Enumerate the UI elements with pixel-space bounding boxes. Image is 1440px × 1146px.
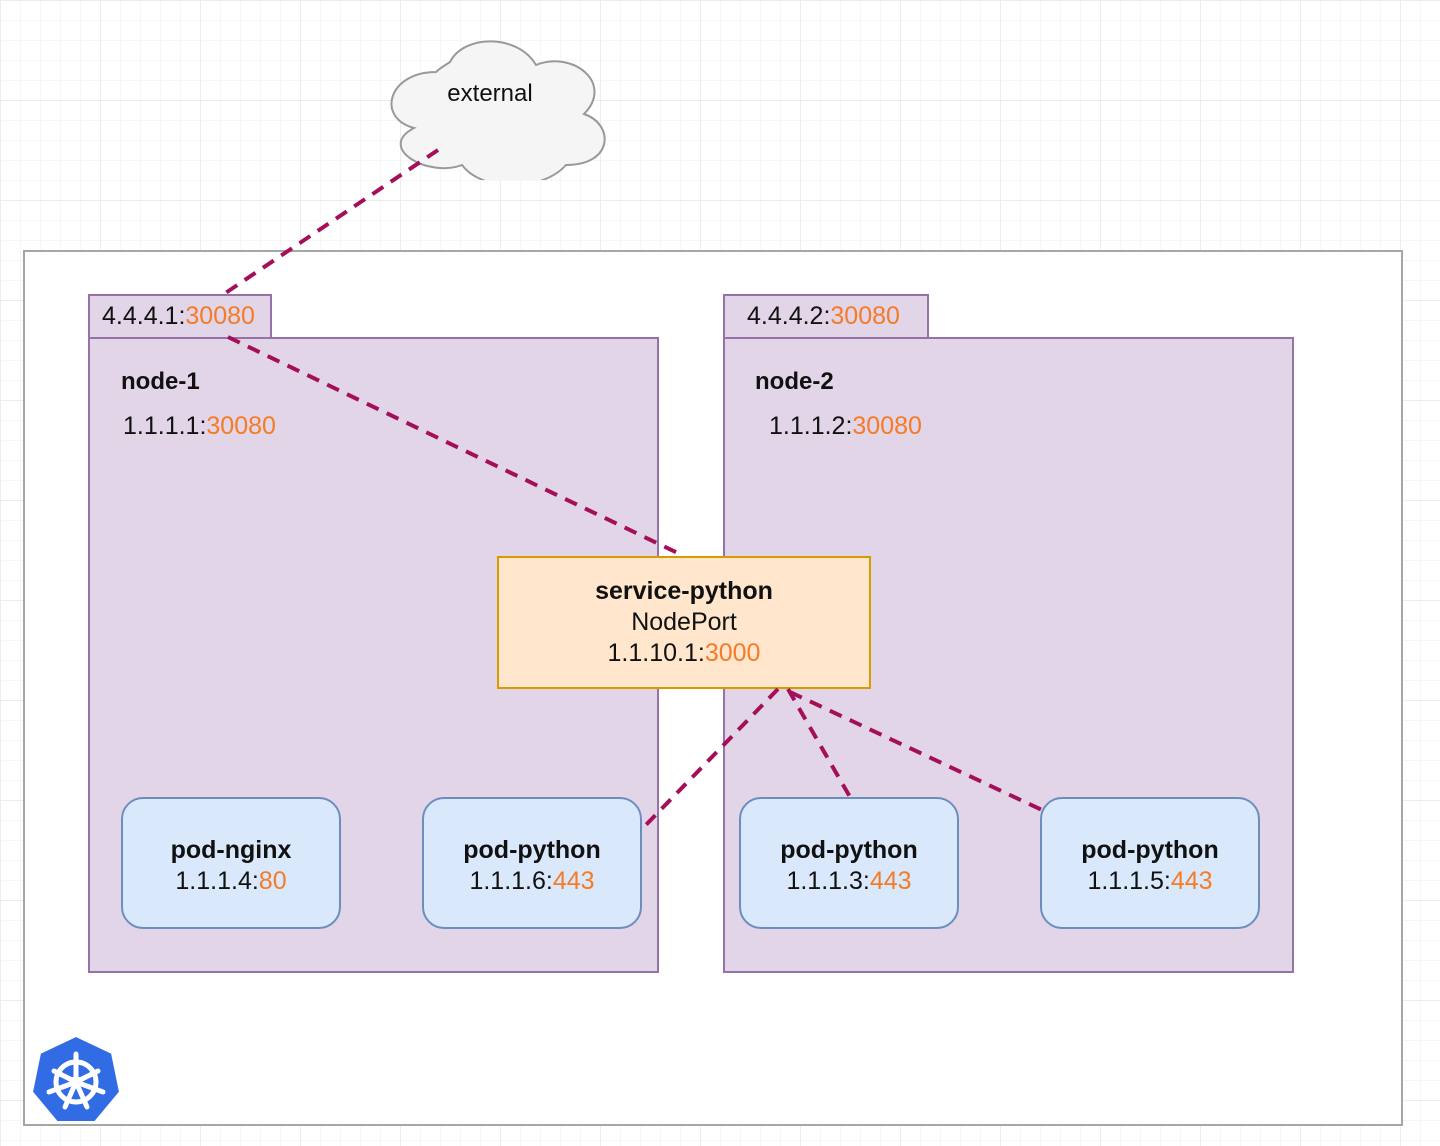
pod-ip: 1.1.1.5: xyxy=(1087,867,1171,895)
pod-python-node-1-box[interactable]: pod-python 1.1.1.6:443 xyxy=(422,797,642,929)
node-2-external-port: 30080 xyxy=(830,302,900,330)
pod-address: 1.1.1.5:443 xyxy=(1087,866,1212,897)
service-name: service-python xyxy=(595,577,773,605)
service-port: 3000 xyxy=(704,639,761,667)
node-2-internal-address: 1.1.1.2:30080 xyxy=(769,412,922,441)
external-label: external xyxy=(447,80,533,107)
service-python-box[interactable]: service-python NodePort 1.1.10.1:3000 xyxy=(497,556,871,689)
service-ip: 1.1.10.1: xyxy=(607,639,705,667)
node-2-internal-port: 30080 xyxy=(852,412,922,440)
pod-port: 443 xyxy=(552,867,595,895)
node-2-internal-ip: 1.1.1.2: xyxy=(769,412,853,440)
kubernetes-helm-icon xyxy=(30,1034,122,1123)
pod-port: 443 xyxy=(1170,867,1213,895)
pod-address: 1.1.1.6:443 xyxy=(469,866,594,897)
pod-port: 80 xyxy=(258,867,287,895)
service-type: NodePort xyxy=(631,608,737,636)
external-cloud-icon[interactable] xyxy=(370,20,615,180)
pod-ip: 1.1.1.6: xyxy=(469,867,553,895)
pod-name: pod-nginx xyxy=(170,836,292,864)
pod-ip: 1.1.1.3: xyxy=(786,867,870,895)
node-1-external-port: 30080 xyxy=(185,302,255,330)
node-1-internal-ip: 1.1.1.1: xyxy=(123,412,207,440)
node-1-external-address[interactable]: 4.4.4.1:30080 xyxy=(88,294,272,339)
pod-name: pod-python xyxy=(463,836,601,864)
node-2-external-ip: 4.4.4.2: xyxy=(747,302,831,330)
node-1-internal-port: 30080 xyxy=(206,412,276,440)
pod-address: 1.1.1.4:80 xyxy=(175,866,286,897)
node-1-title: node-1 xyxy=(121,368,200,395)
pod-ip: 1.1.1.4: xyxy=(175,867,259,895)
pod-address: 1.1.1.3:443 xyxy=(786,866,911,897)
node-2-external-address[interactable]: 4.4.4.2:30080 xyxy=(723,294,929,339)
pod-python-node-2-a-box[interactable]: pod-python 1.1.1.3:443 xyxy=(739,797,959,929)
pod-python-node-2-b-box[interactable]: pod-python 1.1.1.5:443 xyxy=(1040,797,1260,929)
service-address: 1.1.10.1:3000 xyxy=(608,638,761,669)
node-1-external-ip: 4.4.4.1: xyxy=(102,302,186,330)
node-2-title: node-2 xyxy=(755,368,834,395)
pod-name: pod-python xyxy=(780,836,918,864)
pod-name: pod-python xyxy=(1081,836,1219,864)
node-1-internal-address: 1.1.1.1:30080 xyxy=(123,412,276,441)
pod-nginx-box[interactable]: pod-nginx 1.1.1.4:80 xyxy=(121,797,341,929)
pod-port: 443 xyxy=(869,867,912,895)
